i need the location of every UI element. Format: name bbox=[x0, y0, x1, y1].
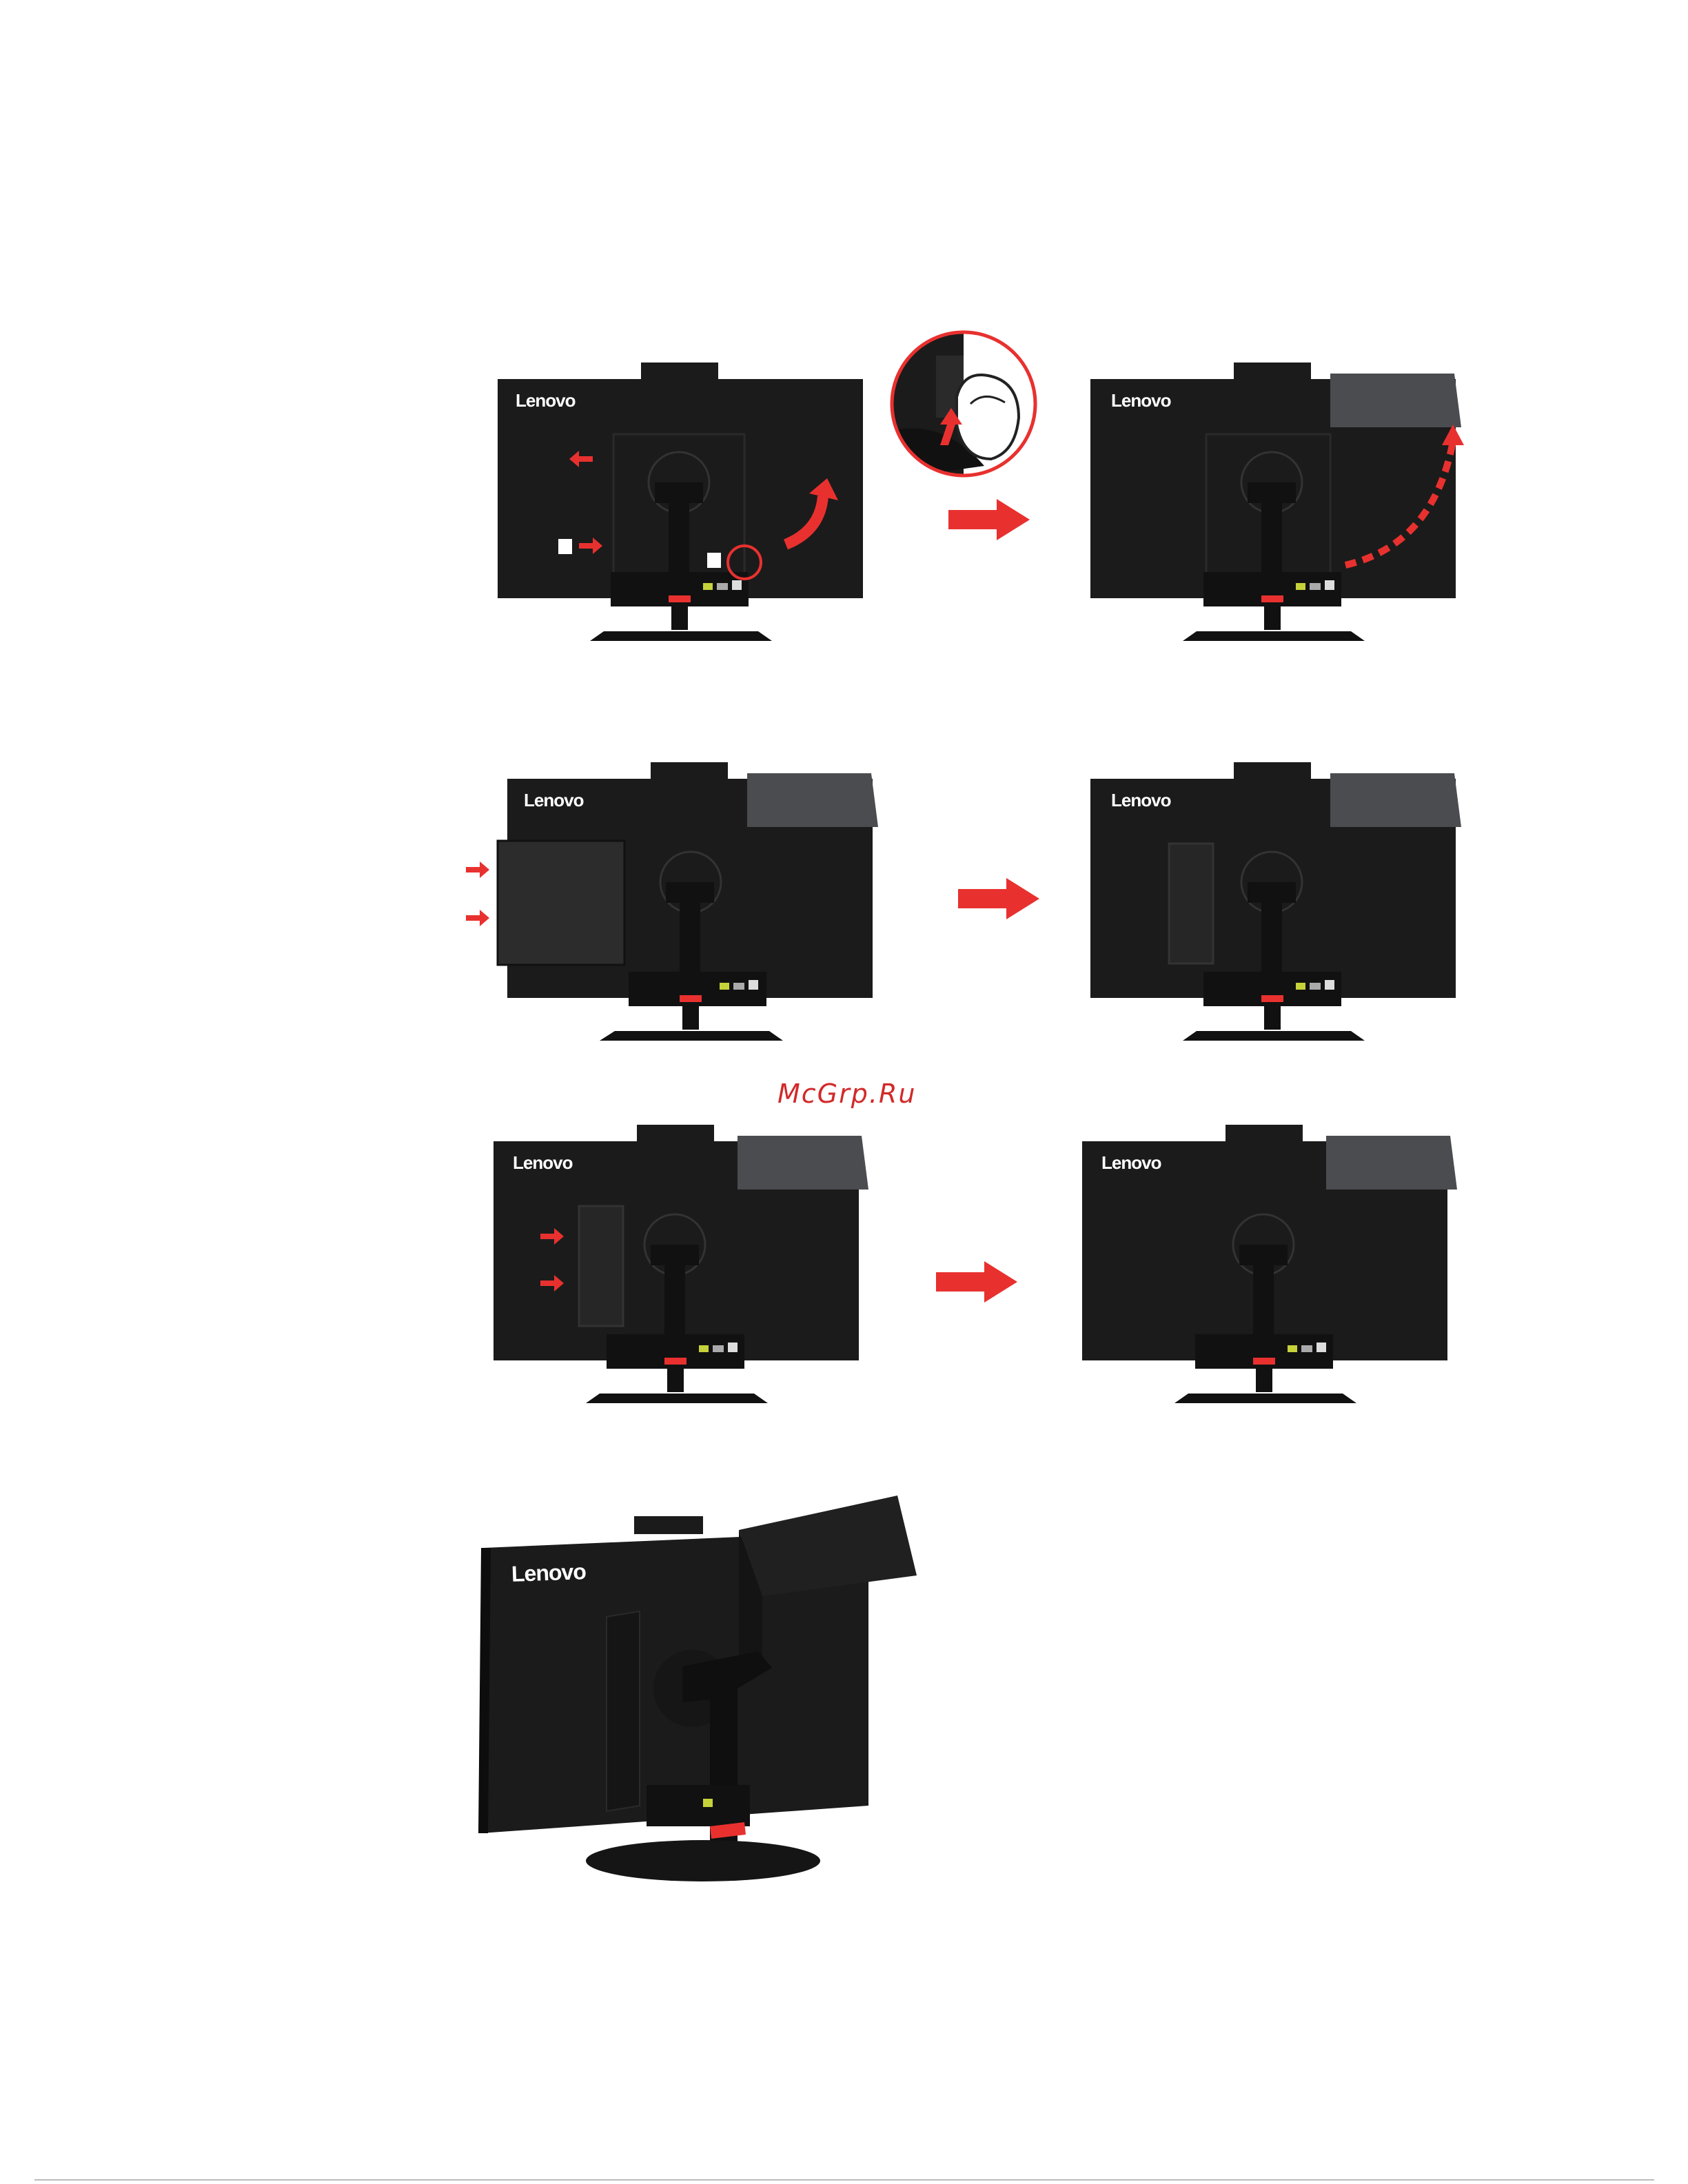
brand-logo-text: Lenovo bbox=[524, 790, 583, 811]
watermark-text: McGrp.Ru bbox=[777, 1079, 916, 1109]
step-arrow-icon bbox=[936, 1261, 1017, 1306]
brand-logo-text: Lenovo bbox=[1111, 390, 1170, 411]
brand-logo-text: Lenovo bbox=[516, 390, 575, 411]
page-footer-rule bbox=[34, 2179, 1654, 2181]
figure-6-pc-secured: Lenovo bbox=[1067, 1121, 1481, 1410]
figure-3-insert-pc: Lenovo bbox=[455, 758, 896, 1048]
monitor-illustration bbox=[476, 1482, 931, 1895]
figure-2-cover-open: Lenovo bbox=[1075, 358, 1489, 648]
finger-press-icon bbox=[888, 328, 1039, 480]
figure-5-secure-pc: Lenovo bbox=[478, 1121, 892, 1410]
figure-4-pc-inserted: Lenovo bbox=[1075, 758, 1489, 1048]
magnified-latch-callout bbox=[888, 328, 1039, 480]
figure-7-perspective-view: Lenovo bbox=[476, 1482, 931, 1895]
figure-1-monitor-back: Lenovo bbox=[482, 358, 882, 648]
brand-logo-text: Lenovo bbox=[511, 1559, 586, 1587]
step-arrow-icon bbox=[958, 878, 1039, 923]
monitor-illustration bbox=[455, 758, 896, 1048]
step-arrow-icon bbox=[948, 499, 1030, 544]
brand-logo-text: Lenovo bbox=[1111, 790, 1170, 811]
brand-logo-text: Lenovo bbox=[513, 1152, 572, 1174]
brand-logo-text: Lenovo bbox=[1101, 1152, 1161, 1174]
